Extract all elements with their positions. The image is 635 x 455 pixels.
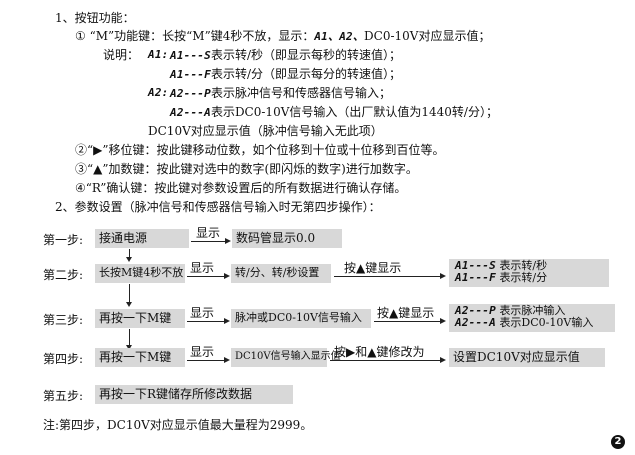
dc-line: DC10V对应显示值（脉冲信号输入无此项） xyxy=(148,124,383,138)
step2-result-code2: A1---F xyxy=(455,271,496,284)
down-connector-2 xyxy=(129,284,130,304)
step3-result: A2---P 表示脉冲输入 A2---A 表示DC0-10V输入 xyxy=(449,304,615,332)
shift-key-line: ②“▶”移位键：按此键移动位数，如个位移到十位或十位移到百位等。 xyxy=(75,143,445,157)
step2-label: 第二步: xyxy=(43,268,84,282)
a1-line1: A1---S表示转/秒（即显示每秒的转速值）； xyxy=(170,48,401,63)
step2-result-text2: 表示转/分 xyxy=(499,271,548,284)
step1-box-text: 接通电源 xyxy=(99,231,148,245)
step3-result-text2: 表示DC0-10V输入 xyxy=(499,316,594,329)
down-arrow-2-icon xyxy=(126,302,132,307)
step3-result-code1: A2---P xyxy=(455,304,496,317)
step3-result-code2: A2---A xyxy=(455,316,496,329)
section2-heading: 2、参数设置（脉冲信号和传感器信号输入时无第四步操作）： xyxy=(55,200,381,214)
a1-line1-code: A1---S xyxy=(170,49,211,62)
a2-line2-code: A2---A xyxy=(170,106,211,119)
step3-mid: 脉冲或DC0-10V信号输入 xyxy=(231,309,371,328)
step5-box: 再按一下R键储存所修改数据 xyxy=(95,385,293,404)
explain-label: 说明： xyxy=(103,48,140,62)
m-key-codes: A1、A2、 xyxy=(314,30,365,43)
step2-result-code1: A1---S xyxy=(455,259,496,272)
step2-box-text: 长按M键4秒不放 xyxy=(99,266,184,279)
m-key-text: ① xyxy=(75,29,86,43)
step4-box-text: 再按一下M键 xyxy=(99,350,172,364)
add-key-line: ③“▲”加数键：按此键对选中的数字(即闪烁的数字)进行加数字。 xyxy=(75,162,418,176)
step3-result-text1: 表示脉冲输入 xyxy=(499,304,566,317)
a2-line2-text: 表示DC0-10V信号输入（出厂默认值为1440转/分）； xyxy=(210,105,498,119)
step1-result: 数码管显示0.0 xyxy=(232,229,342,248)
step2-result-line1: A1---S 表示转/秒 xyxy=(455,260,603,272)
step1-arrow-line xyxy=(191,241,226,242)
down-arrow-1-icon xyxy=(126,257,132,262)
a1-line2: A1---F表示转/分（即显示每分的转速值）； xyxy=(170,67,401,82)
a1-line1-text: 表示转/秒（即显示每秒的转速值）； xyxy=(210,48,401,62)
step2-result-text1: 表示转/秒 xyxy=(499,259,548,272)
note: 注:第四步，DC10V对应显示值最大量程为2999。 xyxy=(43,418,313,432)
a1-line2-code: A1---F xyxy=(170,68,211,81)
step1-box: 接通电源 xyxy=(95,229,189,248)
step4-arrow-head-icon xyxy=(224,357,230,363)
step2-result-line2: A1---F 表示转/分 xyxy=(455,272,603,284)
a1-line2-text: 表示转/分（即显示每分的转速值）； xyxy=(210,67,401,81)
step4-arrow2-line xyxy=(330,360,441,361)
down-connector-1 xyxy=(129,249,130,258)
step2-arrow2-label: 按▲键显示 xyxy=(344,261,402,275)
step2-arrow-head-icon xyxy=(224,273,230,279)
step5-label: 第五步: xyxy=(43,389,84,403)
down-arrow-3-icon xyxy=(126,345,132,350)
step4-label: 第四步: xyxy=(43,352,84,366)
step4-arrow-line xyxy=(187,360,225,361)
step4-result: 设置DC10V对应显示值 xyxy=(449,348,605,367)
step3-box-text: 再按一下M键 xyxy=(99,311,172,325)
a2-line2: A2---A表示DC0-10V信号输入（出厂默认值为1440转/分）； xyxy=(170,105,498,120)
step3-box: 再按一下M键 xyxy=(95,309,185,328)
step3-label: 第三步: xyxy=(43,313,84,327)
step3-arrow-line xyxy=(187,321,225,322)
step4-arrow2-head-icon xyxy=(440,357,446,363)
step1-label: 第一步: xyxy=(43,233,84,247)
step4-arrow-label: 显示 xyxy=(190,345,215,359)
step2-box: 长按M键4秒不放 xyxy=(95,264,185,283)
step3-result-line1: A2---P 表示脉冲输入 xyxy=(455,305,609,317)
step4-mid-text: DC10V信号输入显示值 xyxy=(235,351,341,362)
page-number: 2 xyxy=(611,435,625,449)
a2-line1: A2---P表示脉冲信号和传感器信号输入； xyxy=(170,86,391,101)
step4-result-text: 设置DC10V对应显示值 xyxy=(453,350,580,364)
step3-arrow-head-icon xyxy=(224,318,230,324)
section1-heading: 1、按钮功能： xyxy=(55,11,135,25)
a1-label: A1: xyxy=(148,48,169,61)
m-key-rest: DC0-10V对应显示值； xyxy=(364,29,491,43)
step1-arrow-label: 显示 xyxy=(196,226,221,240)
step2-mid: 转/分、转/秒设置 xyxy=(231,264,331,283)
step3-arrow-label: 显示 xyxy=(190,306,215,320)
step1-arrow-head-icon xyxy=(225,238,231,244)
down-connector-3 xyxy=(129,329,130,347)
step3-mid-text: 脉冲或DC0-10V信号输入 xyxy=(235,311,362,324)
a2-line1-text: 表示脉冲信号和传感器信号输入； xyxy=(210,86,391,100)
step2-arrow-line xyxy=(187,276,225,277)
step4-mid: DC10V信号输入显示值 xyxy=(231,348,341,367)
r-key-line: ④“R”确认键：按此键对参数设置后的所有数据进行确认存储。 xyxy=(75,181,407,195)
a2-line1-code: A2---P xyxy=(170,87,211,100)
m-key-line: ① “M”功能键：长按“M”键4秒不放，显示：A1、A2、DC0-10V对应显示… xyxy=(75,29,490,44)
step4-arrow2-label: 按▶和▲键修改为 xyxy=(334,345,425,359)
step2-arrow-label: 显示 xyxy=(190,261,215,275)
step3-arrow2-line xyxy=(374,321,441,322)
step2-result: A1---S 表示转/秒 A1---F 表示转/分 xyxy=(449,259,609,287)
step3-arrow2-label: 按▲键显示 xyxy=(377,306,435,320)
step2-arrow2-head-icon xyxy=(440,273,446,279)
step4-box: 再按一下M键 xyxy=(95,348,185,367)
step3-arrow2-head-icon xyxy=(440,318,446,324)
step2-mid-text: 转/分、转/秒设置 xyxy=(235,266,320,279)
step5-box-text: 再按一下R键储存所修改数据 xyxy=(99,387,253,401)
step3-result-line2: A2---A 表示DC0-10V输入 xyxy=(455,317,609,329)
step2-arrow2-line xyxy=(334,276,441,277)
m-key-desc: “M”功能键：长按“M”键4秒不放，显示： xyxy=(89,29,315,43)
a2-label: A2: xyxy=(148,86,169,99)
step1-result-text: 数码管显示0.0 xyxy=(236,231,316,245)
